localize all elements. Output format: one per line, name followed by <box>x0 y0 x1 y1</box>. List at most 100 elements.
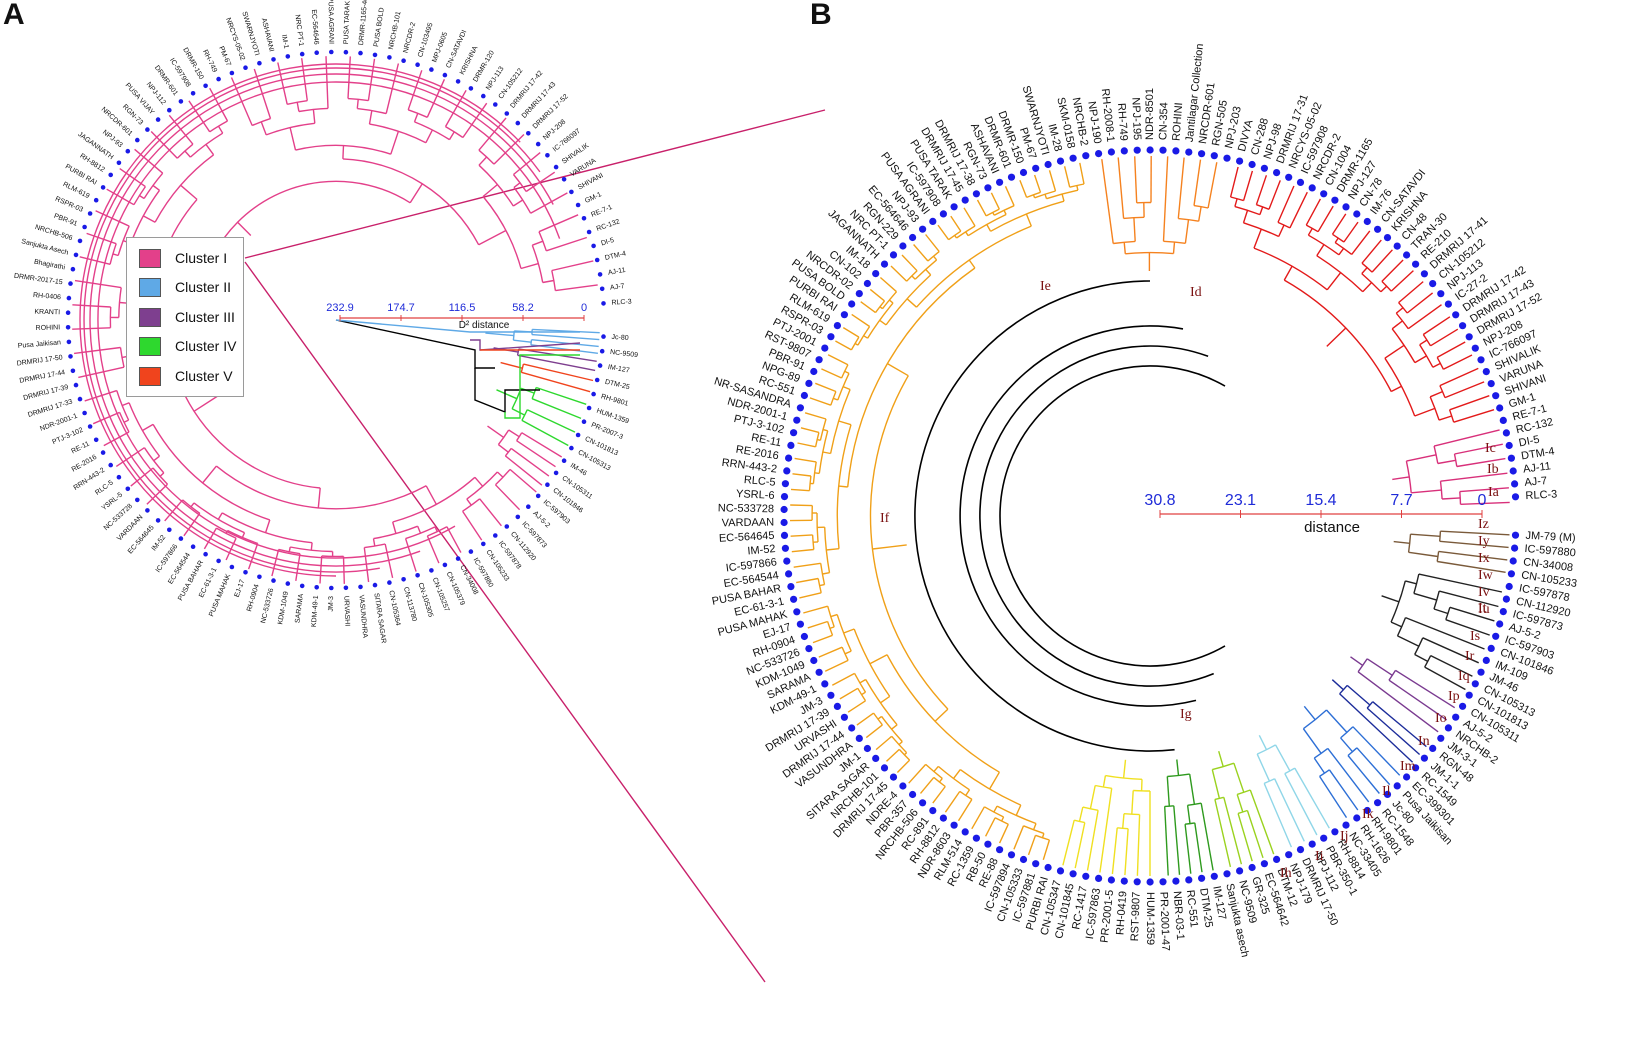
tree-branch <box>1440 530 1510 536</box>
leaf-label: RE-11 <box>70 440 91 455</box>
scale-tick-label: 232.9 <box>326 302 354 314</box>
leaf-dot <box>216 558 221 564</box>
tree-branch <box>1164 806 1169 876</box>
leaf-dot <box>1505 441 1513 450</box>
tree-branch <box>317 487 321 509</box>
tree-branch <box>822 451 831 455</box>
tree-branch <box>886 748 900 762</box>
leaf-label: PR-2001-47 <box>1157 892 1171 952</box>
leaf-dot <box>1107 148 1115 156</box>
tree-branch <box>152 184 160 191</box>
tree-branch <box>1456 457 1506 468</box>
tree-branch <box>911 275 916 280</box>
leaf-label: KDM-1049 <box>277 591 290 625</box>
leaf-dot <box>401 58 406 63</box>
leaf-label: AJ-7 <box>1524 475 1548 489</box>
tree-branch <box>271 549 280 577</box>
subcluster-label: If <box>880 511 890 526</box>
leaf-dot <box>561 458 567 464</box>
tree-branch <box>1393 540 1410 544</box>
leaf-dot <box>601 301 606 306</box>
tree-branch <box>494 484 521 511</box>
tree-arc <box>512 330 515 341</box>
tree-arc <box>836 614 852 652</box>
tree-branch <box>367 58 376 101</box>
tree-branch <box>1453 409 1495 423</box>
tree-branch <box>1442 497 1461 500</box>
tree-branch <box>462 102 488 138</box>
leaf-dot <box>815 356 823 364</box>
leaf-dot <box>100 450 106 455</box>
leaf-label: YSRL-6 <box>736 488 775 502</box>
tree-branch <box>180 184 198 200</box>
leaf-dot <box>1236 867 1244 875</box>
leaf-label: PM-67 <box>217 45 232 67</box>
tree-branch <box>319 555 323 584</box>
tree-branch <box>1033 174 1042 193</box>
leaf-dot <box>1437 290 1445 298</box>
tree-branch <box>474 476 484 487</box>
tree-branch <box>504 455 543 486</box>
subcluster-label: Iu <box>1478 602 1490 617</box>
tree-branch <box>838 485 848 488</box>
tree-arc <box>392 476 476 523</box>
leaf-dot <box>787 583 795 591</box>
tree-branch <box>794 457 817 463</box>
leaf-dot <box>493 102 498 107</box>
tree-branch <box>413 113 419 123</box>
leaf-dot <box>790 595 798 603</box>
leaf-dot <box>515 120 521 126</box>
leaf-label: AJ-7 <box>610 283 625 292</box>
tree-branch <box>952 769 961 780</box>
tree-branch <box>508 429 520 438</box>
leaf-label: RC-551 <box>1184 889 1200 928</box>
tree-branch <box>1343 221 1359 243</box>
subcluster-label: Ix <box>1478 551 1490 566</box>
tree-branch <box>844 650 852 655</box>
tree-branch <box>1013 825 1025 850</box>
tree-branch <box>913 244 929 262</box>
legend-swatch <box>139 366 161 386</box>
tree-arc <box>1357 658 1368 673</box>
subcluster-label: Ir <box>1465 649 1475 664</box>
leaf-dot <box>415 62 420 67</box>
leaf-dot <box>1471 344 1479 352</box>
leaf-label: RH-9801 <box>600 393 629 408</box>
tree-branch <box>1015 804 1022 816</box>
tree-branch <box>1405 580 1417 585</box>
tree-arc <box>857 687 867 702</box>
tree-branch <box>854 342 859 346</box>
tree-arc <box>478 149 495 165</box>
tree-arc <box>1277 221 1291 229</box>
backbone-arc <box>959 325 1197 707</box>
tree-branch <box>891 724 898 730</box>
tree-arc <box>1263 778 1275 785</box>
tree-branch <box>1346 684 1371 706</box>
tree-branch <box>1122 759 1127 779</box>
tree-branch <box>1277 185 1295 223</box>
subcluster-label: Ik <box>1362 807 1374 822</box>
leaf-label: RE-11 <box>750 432 782 450</box>
tree-branch <box>525 171 556 193</box>
tree-branch <box>521 419 569 447</box>
tree-branch <box>809 397 832 406</box>
leaf-dot <box>1260 164 1268 172</box>
leaf-dot <box>77 396 83 402</box>
tree-branch <box>513 182 521 188</box>
tree-branch <box>112 253 119 257</box>
leaf-dot <box>1509 467 1517 475</box>
panel-label-b: B <box>810 0 832 31</box>
tree-branch <box>1406 292 1434 314</box>
leaf-label: EC-61-3-1 <box>198 567 218 599</box>
leaf-label: KDM-49-1 <box>311 595 320 627</box>
tree-branch <box>861 691 866 696</box>
tree-branch <box>1274 744 1291 772</box>
tree-arc <box>1424 655 1432 668</box>
leaf-label: NC-533726 <box>260 588 275 625</box>
tree-branch <box>1414 653 1429 663</box>
tree-branch <box>796 577 819 584</box>
leaf-dot <box>77 238 83 244</box>
tree-branch <box>434 526 438 532</box>
leaf-dot <box>343 49 349 55</box>
